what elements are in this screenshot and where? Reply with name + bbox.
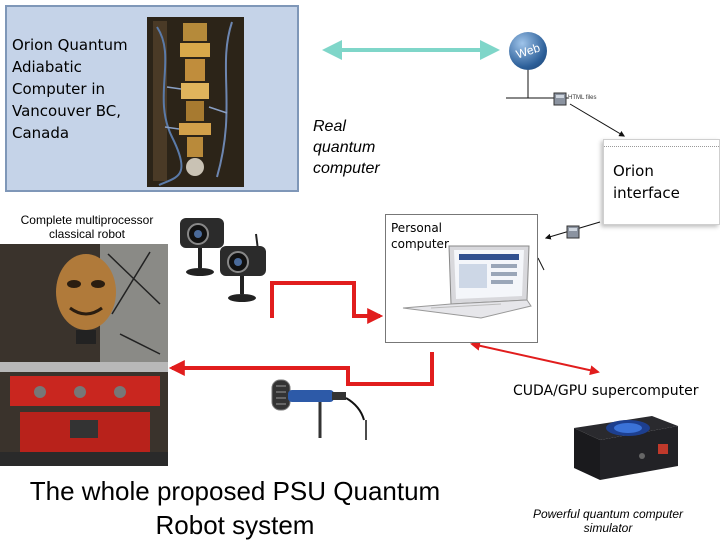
- quantum-computer-label: Orion Quantum Adiabatic Computer in Vanc…: [12, 36, 128, 142]
- personal-computer-label: Personal computer: [391, 221, 449, 251]
- cuda-gpu-label: CUDA/GPU supercomputer: [513, 383, 699, 399]
- diagram-title: The whole proposed PSU Quantum Robot sys…: [29, 476, 441, 540]
- server-orion-arrow: [569, 103, 626, 137]
- html-files-label: HTML files: [568, 95, 597, 101]
- web-globe-icon: [509, 32, 547, 70]
- robot-label: Complete multiprocessor classical robot: [20, 213, 154, 241]
- webcam-icon: [178, 212, 226, 283]
- gpu-icon: [570, 410, 680, 487]
- webcam-icon: [218, 232, 272, 309]
- orion-interface-window: [603, 139, 720, 225]
- quantum-computer-photo: [147, 17, 244, 187]
- microphone-icon: [270, 376, 366, 445]
- server-icon: [566, 225, 580, 244]
- cameras-pc-arrow: [270, 281, 384, 324]
- pc-robot-arrow: [168, 352, 434, 386]
- orion-interface-label: Orion interface: [613, 162, 680, 202]
- robot-photo: [0, 244, 168, 466]
- gpu-caption: Powerful quantum computer simulator: [532, 507, 684, 535]
- server-icon: [553, 92, 567, 111]
- pc-cuda-arrow: [470, 340, 600, 376]
- real-quantum-label: Real quantum computer: [313, 118, 380, 177]
- laptop-icon: [401, 244, 533, 329]
- pc-tick-line: [537, 257, 545, 271]
